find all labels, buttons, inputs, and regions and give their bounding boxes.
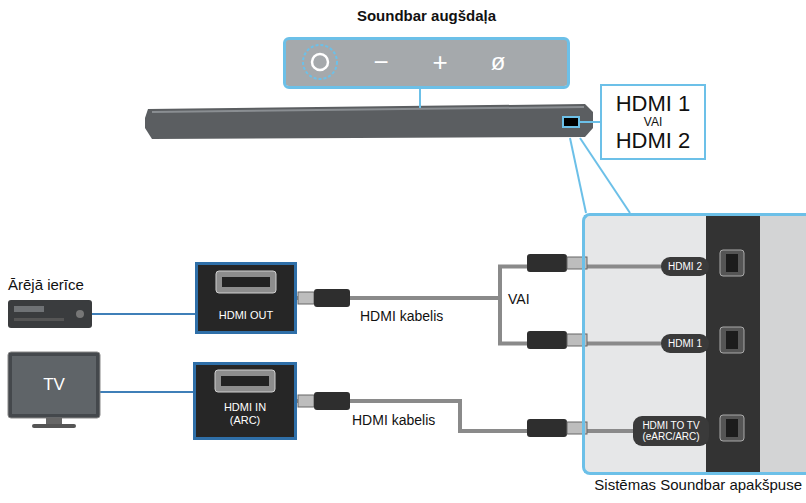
cable-label: HDMI kabelis	[358, 308, 445, 324]
text-label: VAI	[508, 291, 530, 307]
hdmi-cable	[297, 267, 661, 299]
port-name: HDMI 1	[668, 338, 702, 349]
top-panel-fill	[285, 39, 568, 86]
button-symbol: ø	[483, 46, 513, 78]
port-pill: HDMI 2	[661, 257, 709, 276]
tv-neck	[46, 418, 62, 424]
callout-box: HDMI 1VAIHDMI 2	[600, 84, 706, 160]
leader-lines	[92, 89, 630, 392]
hdmi-plug	[298, 289, 350, 307]
device-knob	[76, 310, 84, 318]
port-box: HDMI IN (ARC)	[193, 362, 297, 440]
panel-ports	[720, 250, 744, 441]
port-pill: HDMI TO TV (eARC/ARC)	[633, 416, 709, 446]
device-strip	[14, 318, 64, 321]
port-name: HDMI 2	[616, 129, 691, 152]
port-name: HDMI 1	[616, 92, 691, 115]
tv-frame	[8, 352, 100, 418]
caption-label: Soundbar augšdaļa	[286, 7, 567, 24]
tv-screen	[12, 356, 96, 414]
panel-side	[760, 215, 806, 473]
power-button	[312, 54, 328, 70]
external-device	[8, 300, 92, 328]
port-name: HDMI OUT	[219, 309, 273, 321]
hdmi-cable	[297, 298, 661, 344]
panel: Sistēmas Soundbar apakšpuseHDMI 2HDMI 1H…	[582, 213, 806, 475]
button-symbol: −	[366, 46, 396, 78]
top-panel: Soundbar augšdaļa−+ø	[283, 37, 570, 89]
soundbar-body	[145, 104, 593, 139]
hdmi-plug	[527, 254, 587, 272]
caption-label: Sistēmas Soundbar apakšpuse	[594, 476, 802, 493]
power-highlight	[303, 45, 337, 79]
device-slot	[14, 306, 44, 312]
hdmi-port-slot	[222, 277, 270, 287]
hdmi-plug	[527, 331, 587, 349]
button-symbol: +	[425, 46, 455, 78]
tv-stand	[32, 424, 76, 428]
hdmi-port-slot	[221, 376, 269, 386]
text-label: Ārējā ierīce	[8, 276, 84, 293]
device-name: TV	[43, 375, 65, 395]
or-label: VAI	[644, 115, 662, 129]
port-box-fill	[195, 262, 297, 334]
port-box: HDMI OUT	[195, 262, 297, 334]
port-name: HDMI 2	[668, 261, 702, 272]
port-strip	[706, 215, 760, 473]
soundbar-port	[563, 117, 579, 127]
port-name: HDMI IN (ARC)	[214, 401, 276, 427]
hdmi-port-icon	[215, 370, 275, 392]
hdmi-plug	[298, 392, 350, 410]
port-pill: HDMI 1	[661, 334, 709, 353]
soundbar-edge	[152, 107, 584, 112]
cable-label: HDMI kabelis	[350, 412, 437, 428]
hdmi-plug	[527, 419, 587, 437]
port-box-fill	[193, 362, 297, 440]
port-name: HDMI TO TV (eARC/ARC)	[640, 420, 702, 442]
hdmi-port-icon	[216, 271, 276, 293]
tv-screen: TV	[12, 356, 96, 414]
